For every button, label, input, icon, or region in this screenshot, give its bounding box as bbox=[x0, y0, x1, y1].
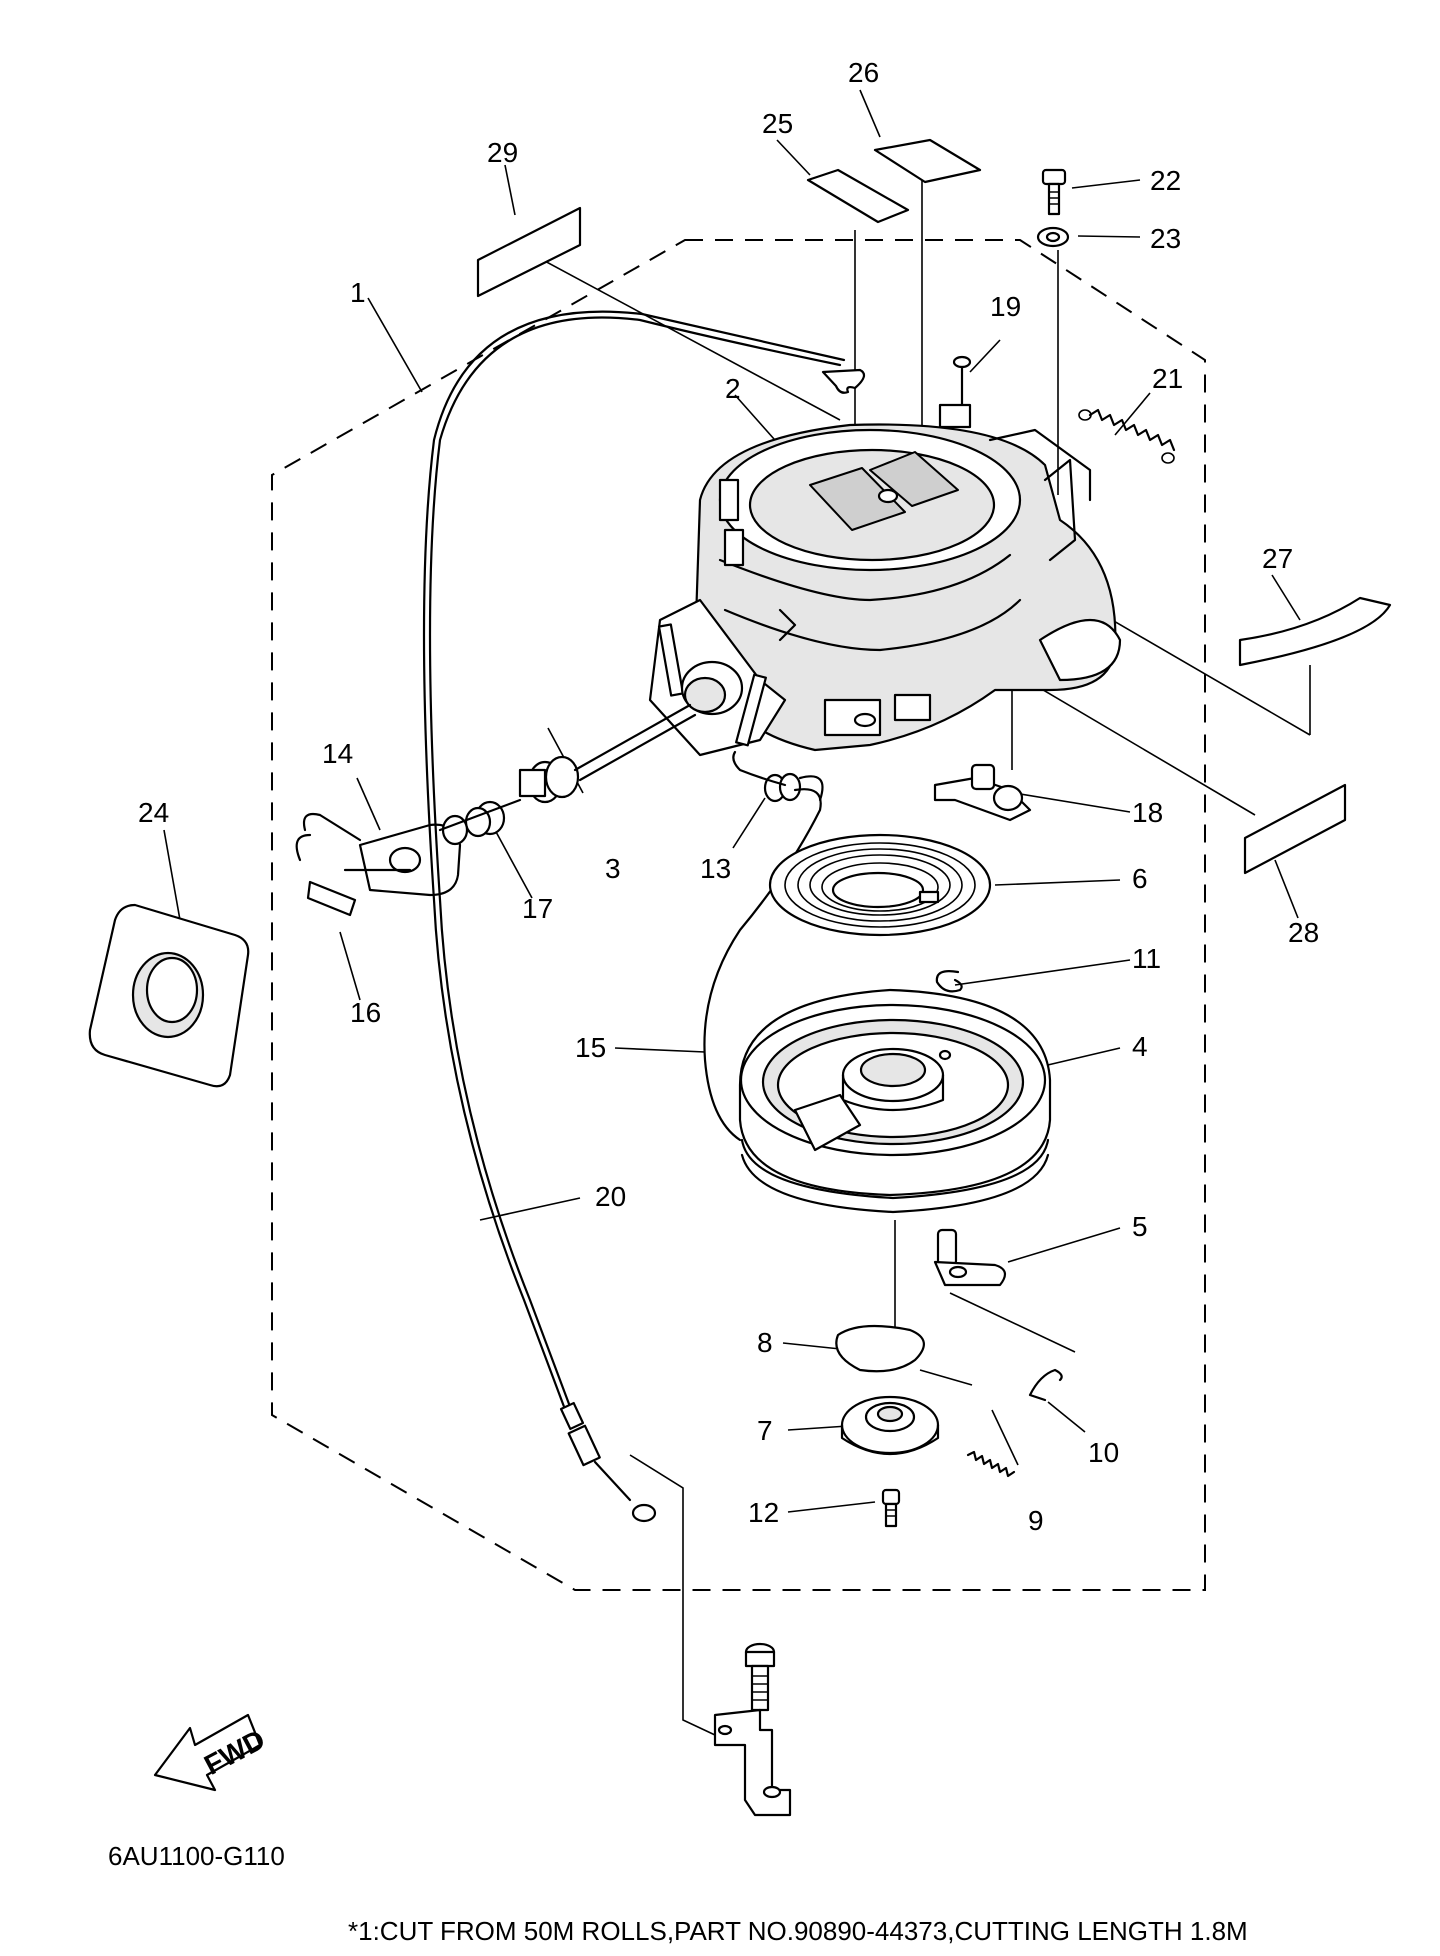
footnote: *1:CUT FROM 50M ROLLS,PART NO.90890-4437… bbox=[348, 1916, 1248, 1946]
callout-12: 12 bbox=[748, 1497, 779, 1528]
leader-lines bbox=[163, 89, 1311, 1790]
drive-plate-7 bbox=[840, 1395, 940, 1455]
assembly-boundary bbox=[271, 239, 1206, 1591]
cable-end-3 bbox=[438, 703, 697, 832]
callout-23: 23 bbox=[1150, 223, 1181, 254]
fwd-arrow-icon: FWD bbox=[153, 1713, 270, 1792]
pin-19 bbox=[938, 355, 972, 429]
callout-9: 9 bbox=[1028, 1505, 1044, 1536]
bolt-12 bbox=[881, 1488, 901, 1528]
callout-24: 24 bbox=[138, 797, 169, 828]
bolt-22 bbox=[1041, 168, 1067, 216]
callout-13: 13 bbox=[700, 853, 731, 884]
bracket-14 bbox=[295, 812, 462, 897]
cable-bracket bbox=[713, 1708, 792, 1817]
decal-26 bbox=[873, 138, 982, 184]
spiral-spring-6 bbox=[768, 833, 992, 937]
callout-20: 20 bbox=[595, 1181, 626, 1212]
hose-15 bbox=[703, 788, 822, 1142]
hose-13 bbox=[763, 772, 824, 803]
callout-7: 7 bbox=[757, 1415, 773, 1446]
clip-11 bbox=[935, 970, 963, 993]
diagram-code: 6AU1100-G110 bbox=[108, 1841, 285, 1871]
callout-1: 1 bbox=[350, 277, 366, 308]
callout-29: 29 bbox=[487, 137, 518, 168]
callout-18: 18 bbox=[1132, 797, 1163, 828]
callout-8: 8 bbox=[757, 1327, 773, 1358]
starter-case bbox=[648, 423, 1122, 757]
decal-25 bbox=[806, 168, 910, 224]
callout-5: 5 bbox=[1132, 1211, 1148, 1242]
cable-20-end bbox=[559, 1401, 657, 1523]
grommet-24 bbox=[88, 903, 250, 1088]
callout-19: 19 bbox=[990, 291, 1021, 322]
callout-6: 6 bbox=[1132, 863, 1148, 894]
cable-20 bbox=[428, 316, 842, 1422]
pawl-18 bbox=[933, 763, 1032, 822]
callout-27: 27 bbox=[1262, 543, 1293, 574]
decal-27 bbox=[1238, 596, 1392, 667]
callout-25: 25 bbox=[762, 108, 793, 139]
clip-16 bbox=[306, 880, 357, 917]
callout-10: 10 bbox=[1088, 1437, 1119, 1468]
callout-2: 2 bbox=[725, 373, 741, 404]
callout-4: 4 bbox=[1132, 1031, 1148, 1062]
drive-pawl-5 bbox=[933, 1228, 1007, 1287]
callout-22: 22 bbox=[1150, 165, 1181, 196]
callout-28: 28 bbox=[1288, 917, 1319, 948]
cable-20-clip bbox=[821, 368, 866, 394]
callout-26: 26 bbox=[848, 57, 879, 88]
callout-17: 17 bbox=[522, 893, 553, 924]
callout-3: 3 bbox=[605, 853, 621, 884]
bracket-bolt bbox=[744, 1642, 776, 1712]
callout-21: 21 bbox=[1152, 363, 1183, 394]
callout-15: 15 bbox=[575, 1032, 606, 1063]
plate-8 bbox=[835, 1324, 925, 1373]
decal-28 bbox=[1243, 783, 1347, 875]
spring-10 bbox=[1028, 1368, 1063, 1402]
washer-23 bbox=[1036, 226, 1070, 248]
callout-14: 14 bbox=[322, 738, 353, 769]
spring-9 bbox=[966, 1450, 1016, 1478]
decal-29 bbox=[476, 206, 582, 298]
pulley-4 bbox=[738, 988, 1052, 1214]
callout-11: 11 bbox=[1132, 943, 1161, 974]
spring-21 bbox=[1078, 408, 1176, 464]
callout-16: 16 bbox=[350, 997, 381, 1028]
callout-numbers: 1 2 3 4 5 6 7 8 9 10 11 12 13 14 15 16 1… bbox=[138, 57, 1319, 1536]
